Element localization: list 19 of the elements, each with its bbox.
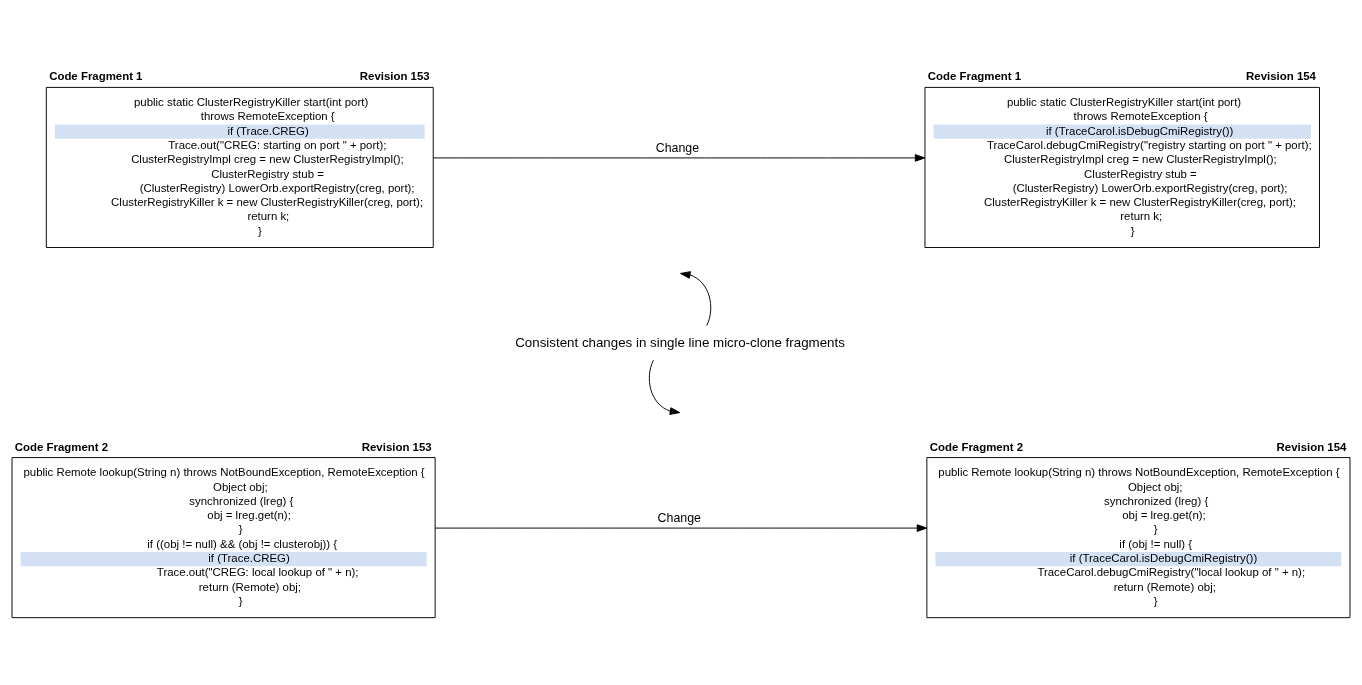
node-text: Consistent changes in single line micro-clone fragments: [515, 334, 845, 350]
node-box: public Remote lookup(String n) throws NotBoundException, RemoteException { Object obj; synchronized (lreg) { obj = lreg.get(n); } if (obj != null) { if (TraceCarol.isDebugCmiRegistry()) TraceCarol.debugCmiRegistry("local lookup of " + n); return (Remote) obj; }: [926, 456, 1351, 618]
arrow: [434, 523, 928, 532]
node-box: public static ClusterRegistryKiller start(int port) throws RemoteException { if (Trace.CREG) Trace.out("CREG: starting on port " + port); ClusterRegistryImpl creg = new ClusterRegistryImpl(); ClusterRegistry stub = (ClusterRegistry) LowerOrb.exportRegistry(creg, port); ClusterRegistryKiller k = new ClusterRegistryKiller(creg, port); return k; }: [45, 86, 434, 248]
node-label: Revision 153: [361, 440, 432, 453]
arrow: [648, 359, 681, 415]
node-label: Code Fragment 1: [49, 69, 143, 82]
node-box: public Remote lookup(String n) throws NotBoundException, RemoteException { Object obj; synchronized (lreg) { obj = lreg.get(n); } if ((obj != null) && (obj != clusterobj)) { if (Trace.CREG) Trace.out("CREG: local lookup of " + n); return (Remote) obj; }: [11, 456, 436, 618]
arrow: [432, 153, 926, 162]
node-box: public static ClusterRegistryKiller start(int port) throws RemoteException { if (TraceCarol.isDebugCmiRegistry()) TraceCarol.debugCmiRegistry("registry starting on port " + port); ClusterRegistryImpl creg = new ClusterRegistryImpl(); ClusterRegistry stub = (ClusterRegistry) LowerOrb.exportRegistry(creg, port); ClusterRegistryKiller k = new ClusterRegistryKiller(creg, port); return k; }: [924, 86, 1320, 248]
node-label: Code Fragment 2: [14, 440, 109, 453]
node-label: Revision 153: [359, 69, 430, 82]
edge-label: Change: [657, 510, 701, 525]
node-label: Revision 154: [1246, 69, 1316, 82]
node-label: Code Fragment 1: [927, 69, 1022, 82]
node-label: Revision 154: [1276, 440, 1347, 453]
node-label: Code Fragment 2: [929, 440, 1024, 453]
edge-label: Change: [655, 140, 700, 155]
arrow: [680, 270, 712, 326]
